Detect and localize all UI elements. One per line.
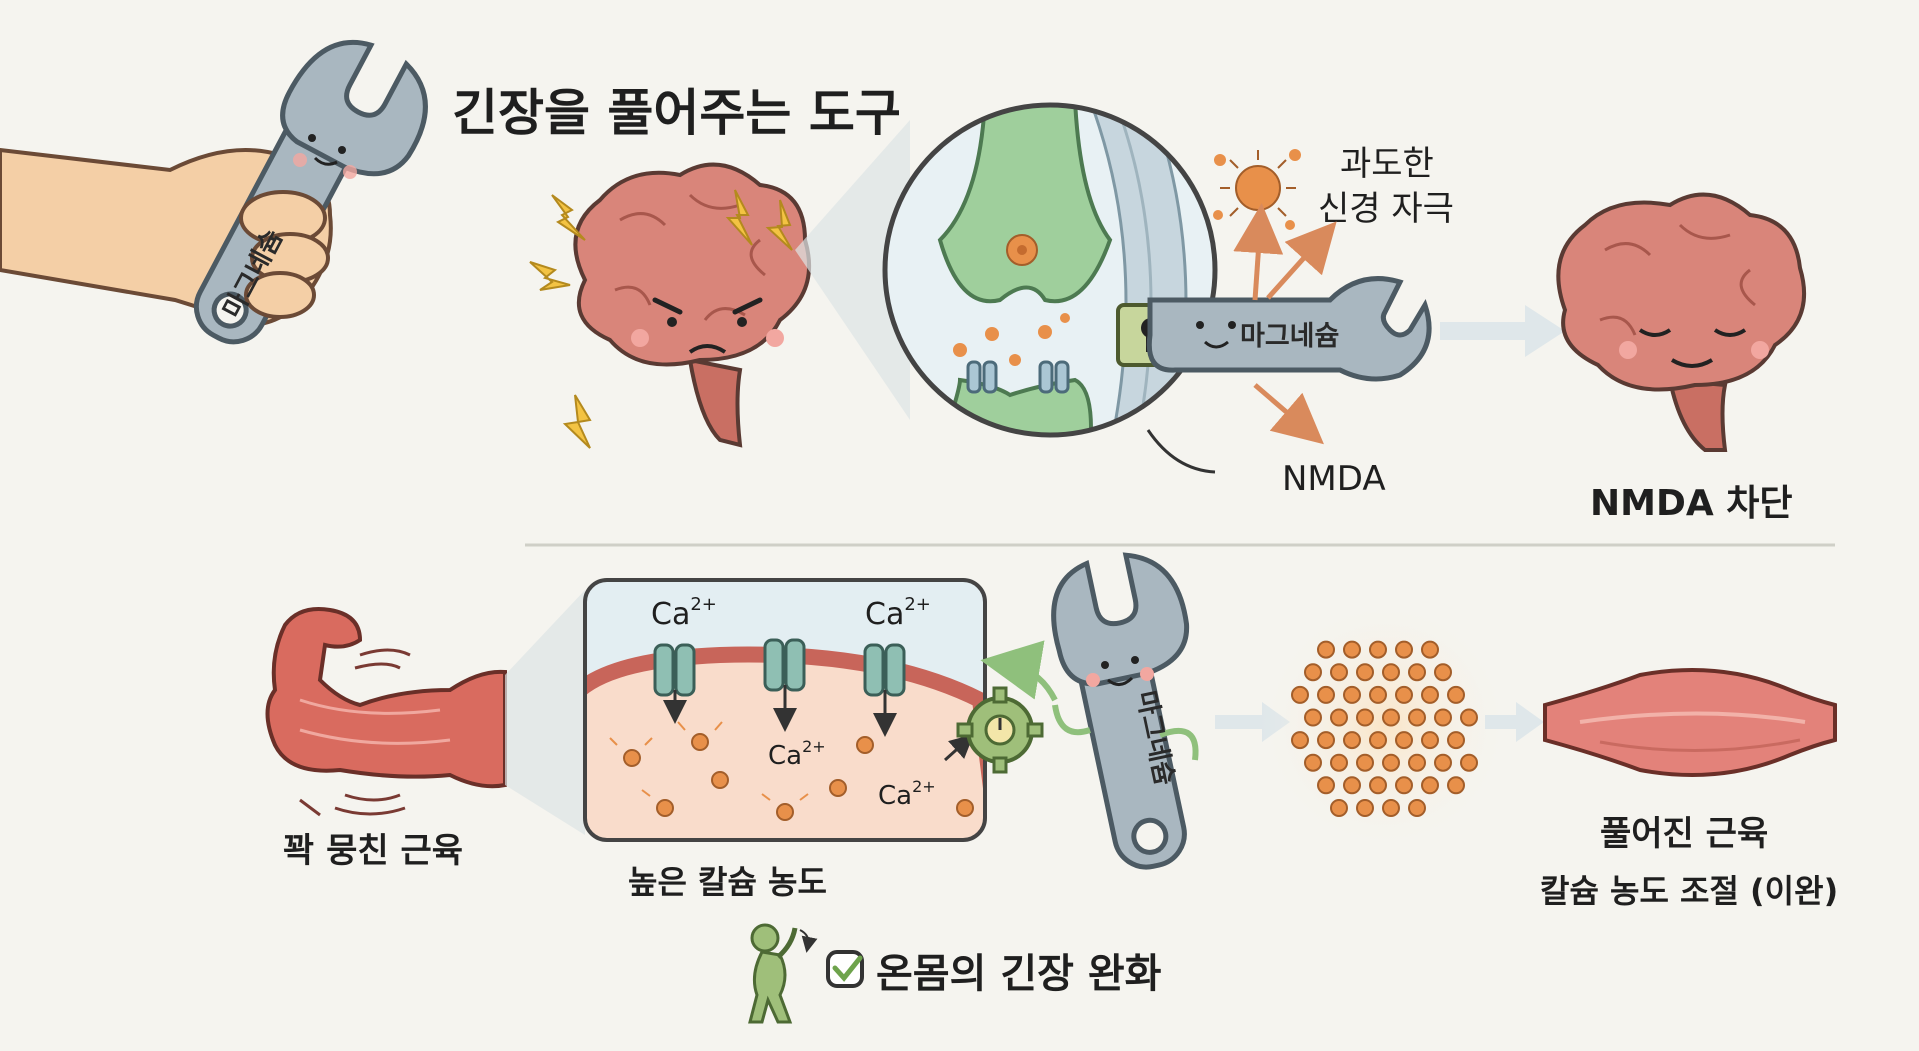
stimulus-label-line2: 신경 자극 — [1318, 189, 1454, 229]
stimulus-label-line1: 과도한 — [1340, 144, 1434, 184]
wrench-label-top: 마그네슘 — [1240, 321, 1339, 352]
nmda-pointer-line — [1146, 429, 1216, 474]
page-title: 긴장을 풀어주는 도구 — [452, 84, 901, 142]
zoom-cone-bottom — [505, 590, 585, 835]
high-calcium-label: 높은 칼슘 농도 — [628, 863, 827, 901]
calcium-dot — [1291, 731, 1309, 750]
calcium-dot — [1369, 776, 1387, 795]
calcium-dot — [1434, 708, 1452, 727]
calm-brain-icon — [1556, 192, 1807, 452]
angry-brain-icon — [573, 162, 812, 448]
calcium-dot — [1395, 776, 1413, 795]
zoom-cone — [795, 120, 910, 420]
calcium-dot — [1447, 685, 1465, 704]
calcium-dot — [1356, 799, 1374, 817]
calcium-dot — [1395, 640, 1413, 659]
calcium-dot — [1356, 753, 1374, 772]
calcium-dot — [1317, 776, 1335, 795]
calcium-dot — [1369, 731, 1387, 750]
calcium-dot — [1317, 731, 1335, 750]
tense-muscle-arm-icon — [265, 607, 507, 817]
calcium-dot — [1408, 799, 1426, 817]
calcium-dot — [1304, 753, 1322, 772]
tense-muscle-label: 꽉 뭉친 근육 — [283, 831, 463, 871]
svg-text:Ca2+: Ca2+ — [865, 594, 931, 632]
nmda-blocked-label: NMDA 차단 — [1590, 483, 1792, 524]
calcium-dot — [1408, 753, 1426, 772]
calcium-dot — [1395, 731, 1413, 750]
arrow-to-relaxed-muscle — [1485, 702, 1544, 742]
muscle-cell-panel — [583, 578, 987, 842]
calcium-dot — [1460, 708, 1478, 727]
calcium-dot — [1330, 708, 1348, 727]
calcium-ion-label: Ca2+ — [878, 777, 936, 811]
calcium-dot — [1421, 776, 1439, 795]
calcium-ion-label: Ca2+ — [768, 737, 826, 771]
excess-stimulus-icon — [1213, 149, 1301, 230]
regulated-calcium-cloud — [1260, 600, 1510, 850]
stretching-person-icon — [748, 923, 818, 1024]
svg-text:Ca2+: Ca2+ — [768, 737, 826, 771]
calcium-dot — [1369, 640, 1387, 659]
calcium-dot — [1356, 708, 1374, 727]
calcium-dot — [1395, 685, 1413, 704]
arrow-to-calm-brain — [1440, 305, 1565, 357]
checkmark-icon — [826, 950, 864, 988]
calcium-dot — [1317, 685, 1335, 704]
hand-holding-wrench-icon — [0, 39, 428, 345]
calcium-dot — [1304, 663, 1322, 682]
relaxed-muscle-icon — [1543, 668, 1837, 777]
calcium-dot — [1421, 640, 1439, 659]
calcium-dot — [1291, 685, 1309, 704]
calcium-ion-label: Ca2+ — [865, 594, 931, 632]
svg-text:Ca2+: Ca2+ — [651, 594, 717, 632]
calcium-dot — [1330, 799, 1348, 817]
calcium-ion-label: Ca2+ — [651, 594, 717, 632]
calcium-dot — [1382, 663, 1400, 682]
summary-label: 온몸의 긴장 완화 — [876, 951, 1162, 997]
calcium-regulated-label: 칼슘 농도 조절 (이완) — [1540, 872, 1838, 910]
magnesium-wrench-bottom-icon — [1051, 552, 1199, 870]
calcium-dot — [1382, 753, 1400, 772]
calcium-dot — [1434, 663, 1452, 682]
calcium-dot — [1343, 640, 1361, 659]
relaxed-muscle-label: 풀어진 근육 — [1600, 814, 1768, 854]
synapse-zoom-circle — [882, 102, 1218, 438]
nmda-receptor-label: NMDA — [1282, 459, 1386, 499]
calcium-dot — [1447, 731, 1465, 750]
calcium-dot — [1356, 663, 1374, 682]
lightning-bolt-icon — [529, 189, 793, 449]
svg-text:Ca2+: Ca2+ — [878, 777, 936, 811]
calcium-dot — [1382, 799, 1400, 817]
calcium-dot — [1343, 685, 1361, 704]
calcium-dot — [1317, 640, 1335, 659]
magnesium-wrench-top-icon — [1146, 276, 1432, 382]
deflect-arrows — [1233, 203, 1337, 445]
calcium-dot — [1408, 708, 1426, 727]
calcium-dot — [1421, 731, 1439, 750]
calcium-dot — [1343, 776, 1361, 795]
calcium-dot — [1330, 753, 1348, 772]
cycle-arrow — [980, 640, 1058, 702]
calcium-dot — [1408, 663, 1426, 682]
calcium-dot — [1343, 731, 1361, 750]
calcium-dot — [1382, 708, 1400, 727]
calcium-dot — [1421, 685, 1439, 704]
calcium-dot — [1447, 776, 1465, 795]
calcium-dot — [1460, 753, 1478, 772]
calcium-dot — [1330, 663, 1348, 682]
calcium-dot — [1369, 685, 1387, 704]
calcium-dot — [1434, 753, 1452, 772]
calcium-dot — [1304, 708, 1322, 727]
